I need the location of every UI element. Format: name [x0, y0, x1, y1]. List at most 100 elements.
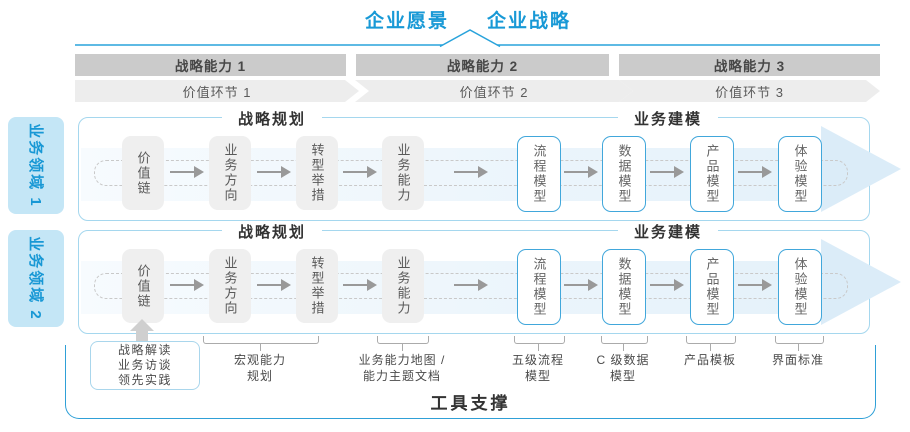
flow-box: 价值链 [122, 136, 164, 210]
flow-box: 转型举措 [296, 136, 338, 210]
flow-box: 数据模型 [602, 136, 646, 212]
flow-arrow-icon [650, 279, 684, 291]
brace-icon [601, 336, 648, 344]
flow-box-label: 数据模型 [616, 257, 632, 317]
flow-box: 产品模型 [690, 249, 734, 325]
flow-arrow-line [343, 284, 368, 286]
flow-box-label: 产品模型 [704, 257, 720, 317]
flow-box: 业务能力 [382, 249, 424, 323]
flow-arrow-head [193, 166, 204, 178]
flow-arrow-head [762, 166, 772, 178]
deliverable-label-line: 产品模板 [683, 353, 737, 367]
value-link-segment: 价值环节 1 [75, 80, 359, 102]
brace-tick [402, 343, 403, 351]
flow-box-label: 业务能力 [395, 256, 411, 316]
business-domain-lane: 战略规划 业务建模 价值链 业务方向 转型举措 业务能力 流程模型 数据模型 产… [78, 108, 901, 221]
brace-tick [260, 343, 261, 351]
business-domain-lane: 战略规划 业务建模 价值链 业务方向 转型举措 业务能力 流程模型 数据模型 产… [78, 221, 901, 334]
business-domain-text: 业务领域 1 [26, 123, 44, 208]
flow-band-arrow-icon [821, 239, 901, 325]
flow-dashed-track [94, 160, 848, 186]
flow-arrow-line [256, 171, 282, 173]
deliverable-label: C 级数据模型 [596, 352, 649, 384]
inputs-box-line: 战略解读 [117, 343, 172, 357]
brace-tick [710, 343, 711, 351]
divider-line-with-caret [75, 29, 880, 48]
strategic-capability-bar: 战略能力 3 [619, 54, 880, 76]
flow-arrow-line [563, 284, 589, 286]
value-link-segment: 价值环节 3 [619, 80, 880, 102]
tool-support-label: 工具支撑 [430, 394, 511, 413]
flow-box: 转型举措 [296, 249, 338, 323]
deliverable-label-line: 能力主题文档 [362, 369, 442, 384]
vision-title: 企业愿景 [364, 11, 449, 32]
strategic-capability-bar: 战略能力 2 [356, 54, 609, 76]
flow-arrow-head [587, 279, 598, 291]
flow-arrow-icon [453, 166, 488, 178]
flow-box: 业务能力 [382, 136, 424, 210]
flow-arrow-head [674, 166, 684, 178]
strategic-capability-bar: 战略能力 1 [75, 54, 346, 76]
deliverable-label-line: 模型 [524, 369, 552, 384]
flow-arrow-icon [738, 279, 772, 291]
flow-arrow-head [367, 166, 377, 178]
flow-arrow-icon [738, 166, 772, 178]
flow-box: 体验模型 [778, 136, 822, 212]
flow-box: 价值链 [122, 249, 164, 323]
flow-box-label: 业务方向 [222, 256, 238, 316]
flow-box-label: 体验模型 [792, 144, 808, 204]
deliverable-label: 五级流程模型 [512, 352, 564, 384]
flow-arrow-head [280, 279, 291, 291]
deliverable-label-line: C 级数据 [596, 353, 650, 367]
business-domain-label: 业务领域 2 [8, 230, 64, 327]
flow-box: 流程模型 [517, 136, 561, 212]
flow-arrow-icon [169, 279, 204, 291]
deliverable-label: 产品模板 [684, 352, 736, 368]
brace-tick [623, 343, 624, 351]
flow-arrow-icon [650, 166, 684, 178]
flow-arrow-head [674, 279, 684, 291]
flow-arrow-line [738, 284, 763, 286]
deliverable-label-line: 界面标准 [771, 353, 825, 367]
flow-box: 业务方向 [209, 249, 251, 323]
up-arrow-icon [130, 319, 154, 331]
flow-box-label: 流程模型 [531, 144, 547, 204]
flow-arrow-head [587, 166, 598, 178]
flow-band-arrow-icon [821, 126, 901, 212]
flow-box-label: 业务方向 [222, 143, 238, 203]
lane-header-business-modeling: 业务建模 [617, 221, 719, 242]
caret-up-icon [439, 29, 501, 48]
strategy-title: 企业战略 [487, 11, 572, 32]
tool-support-container: 工具支撑 [65, 345, 876, 419]
deliverable-label-line: 五级流程 [511, 353, 565, 367]
deliverable-label-line: 规划 [246, 369, 274, 384]
flow-arrow-icon [169, 166, 204, 178]
deliverable-label: 界面标准 [772, 352, 824, 368]
flow-arrow-line [650, 284, 675, 286]
deliverable-label-line: 业务能力地图 / [358, 353, 446, 367]
flow-box-label: 流程模型 [531, 257, 547, 317]
brace-icon [686, 336, 736, 344]
flow-arrow-line [563, 171, 589, 173]
lane-header-business-modeling: 业务建模 [617, 108, 719, 129]
business-domain-label: 业务领域 1 [8, 117, 64, 214]
up-arrow-shaft [136, 330, 148, 344]
flow-box: 体验模型 [778, 249, 822, 325]
flow-box-label: 价值链 [135, 150, 151, 196]
brace-icon [775, 336, 824, 344]
flow-box-label: 价值链 [135, 263, 151, 309]
inputs-box-line: 领先实践 [117, 373, 172, 387]
flow-arrow-line [169, 284, 195, 286]
flow-arrow-icon [256, 279, 291, 291]
flow-arrow-head [367, 279, 377, 291]
flow-box-label: 转型举措 [309, 143, 325, 203]
deliverable-label: 宏观能力规划 [234, 352, 286, 384]
flow-arrow-icon [256, 166, 291, 178]
flow-box-label: 体验模型 [792, 257, 808, 317]
flow-arrow-line [169, 171, 195, 173]
flow-box-label: 数据模型 [616, 144, 632, 204]
lane-header-strategic-planning: 战略规划 [221, 108, 323, 129]
inputs-box-line: 业务访谈 [117, 358, 172, 372]
inputs-box: 战略解读业务访谈领先实践 [90, 341, 200, 390]
flow-arrow-line [343, 171, 368, 173]
